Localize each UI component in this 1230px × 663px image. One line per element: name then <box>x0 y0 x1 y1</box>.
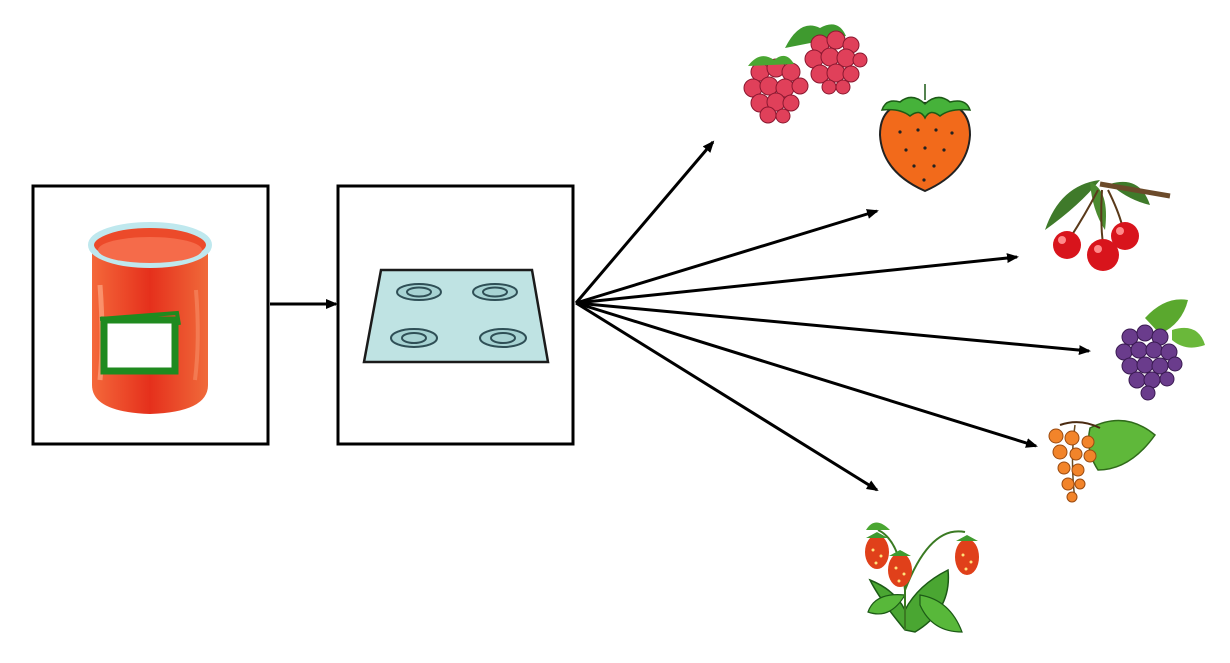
stove-top-icon <box>362 268 550 364</box>
arrow-to-strawberry <box>575 209 879 305</box>
arrow-to-cherries <box>575 253 1019 305</box>
arrow-to-blackberries <box>575 301 1091 356</box>
jar-box <box>31 184 270 446</box>
arrow-to-wild-strawberries <box>575 301 879 492</box>
blackberries-icon <box>1115 299 1205 401</box>
jam-jar-icon <box>88 222 212 414</box>
arrows <box>270 140 1091 492</box>
arrow-to-raspberries <box>574 140 715 304</box>
strawberry-icon <box>878 84 972 193</box>
cherries-icon <box>1045 180 1171 271</box>
stove-box <box>336 184 575 446</box>
arrow-to-sea-buckthorn <box>575 301 1038 448</box>
raspberries-icon <box>743 24 868 124</box>
sea-buckthorn-icon <box>1048 419 1157 503</box>
wild-strawberries-icon <box>865 522 979 633</box>
